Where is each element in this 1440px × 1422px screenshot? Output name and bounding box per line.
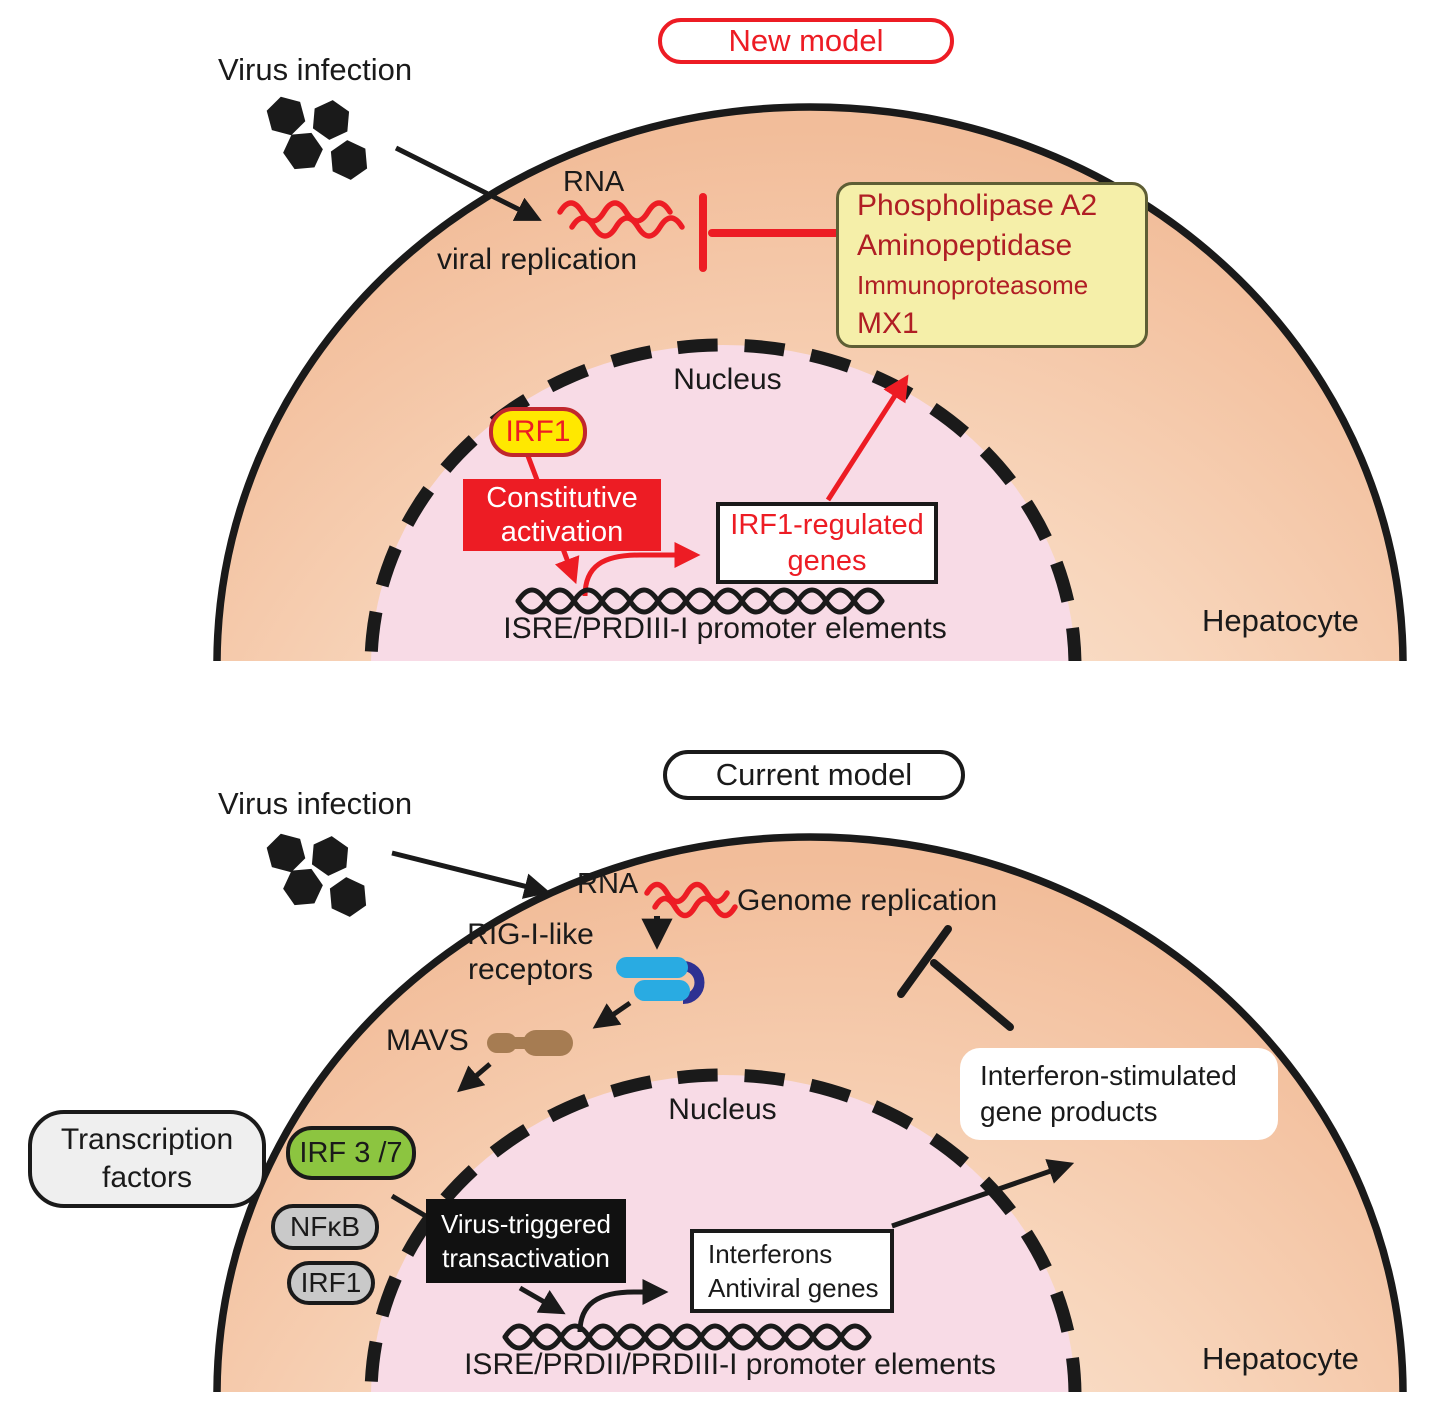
isg-line-immunoproteasome: Immunoproteasome — [857, 270, 1089, 300]
virus-infection-label-top: Virus infection — [218, 52, 413, 87]
irf1-pill-top: IRF1 — [489, 407, 587, 457]
irf1-genes-line1: IRF1-regulated — [730, 509, 924, 541]
isg-line-aminopeptidase: Aminopeptidase — [857, 229, 1073, 262]
hepatocyte-label-bottom: Hepatocyte — [1202, 1341, 1359, 1376]
isg-products-line2: gene products — [980, 1096, 1158, 1127]
infection-arrow-bottom — [391, 850, 551, 899]
genes-to-products-arrow-top — [825, 374, 909, 502]
dna-icon-top — [515, 587, 885, 615]
hepatocyte-label-top: Hepatocyte — [1202, 603, 1359, 638]
isg-products-box: Interferon-stimulated gene products — [960, 1048, 1278, 1140]
inhibition-bar-icon-bottom — [897, 925, 1014, 1031]
constitutive-activation-box: Constitutive activation — [463, 479, 661, 551]
rna-label-bottom: RNA — [577, 868, 639, 900]
irf37-pill-label: IRF 3 /7 — [299, 1136, 403, 1169]
transcription-factors-box: Transcription factors — [28, 1110, 266, 1208]
transactivation-to-dna-arrow — [518, 1285, 566, 1315]
current-model-badge-label: Current model — [715, 757, 913, 792]
promoter-label-top: ISRE/PRDIII-I promoter elements — [503, 612, 947, 645]
nucleus-label-bottom: Nucleus — [668, 1093, 777, 1126]
inhibition-bar-icon-top — [699, 193, 848, 272]
interferons-to-products-arrow — [891, 1159, 1075, 1229]
interferons-line1: Interferons — [708, 1239, 833, 1269]
isg-line-phospholipase: Phospholipase A2 — [857, 189, 1098, 222]
nfkb-pill: NFκB — [271, 1204, 379, 1250]
irf1-genes-line2: genes — [787, 545, 867, 577]
nucleus-label-top: Nucleus — [673, 363, 782, 396]
isg-products-line1: Interferon-stimulated — [980, 1060, 1237, 1091]
rig-i-receptor-icon — [616, 957, 705, 1004]
viral-replication-label: viral replication — [437, 243, 638, 276]
virus-particles-icon-top — [266, 95, 372, 183]
new-model-badge-label: New model — [728, 23, 884, 58]
transactivation-curve-arrow-bottom — [577, 1279, 669, 1333]
tf-line2: factors — [101, 1161, 193, 1194]
dna-icon-bottom — [502, 1323, 872, 1351]
promoter-label-bottom: ISRE/PRDII/PRDIII-I promoter elements — [464, 1348, 996, 1381]
rna-icon-top — [557, 200, 685, 239]
rna-icon-bottom — [644, 881, 738, 919]
interferons-line2: Antiviral genes — [708, 1273, 879, 1303]
irf1-pill-bottom-label: IRF1 — [300, 1267, 362, 1298]
virus-infection-label-bottom: Virus infection — [218, 786, 413, 821]
constitutive-line1: Constitutive — [486, 482, 638, 514]
transactivation-curve-arrow-top — [582, 542, 701, 597]
nfkb-pill-label: NFκB — [290, 1211, 360, 1242]
irf1-pill-top-label: IRF1 — [505, 415, 571, 448]
genome-replication-label: Genome replication — [737, 884, 998, 917]
mavs-icon — [487, 1030, 573, 1056]
rig-to-mavs-arrow — [592, 1000, 632, 1029]
virus-triggered-line2: transactivation — [442, 1243, 610, 1273]
isg-effectors-box: Phospholipase A2 Aminopeptidase Immunopr… — [836, 182, 1148, 348]
virus-particles-icon-bottom — [266, 831, 371, 920]
current-model-badge: Current model — [663, 750, 965, 800]
interferons-box: Interferons Antiviral genes — [690, 1229, 894, 1313]
irf37-pill: IRF 3 /7 — [286, 1126, 416, 1180]
constitutive-line2: activation — [500, 516, 624, 548]
rig-line2: receptors — [467, 952, 594, 986]
mavs-to-tf-arrow — [457, 1062, 492, 1093]
mavs-label: MAVS — [386, 1024, 469, 1057]
virus-triggered-transactivation-box: Virus-triggered transactivation — [426, 1199, 626, 1283]
new-model-badge: New model — [658, 18, 954, 64]
tf-line1: Transcription — [60, 1123, 234, 1156]
isg-line-mx1: MX1 — [857, 307, 919, 340]
rig-line1: RIG-I-like — [467, 918, 594, 951]
irf1-regulated-genes-box: IRF1-regulated genes — [716, 502, 938, 584]
infection-arrow-top — [394, 145, 542, 221]
rna-label-top: RNA — [563, 166, 625, 198]
irf1-pill-bottom: IRF1 — [287, 1261, 375, 1305]
rig-receptors-label: RIG-I-like receptors — [448, 918, 613, 987]
virus-triggered-line1: Virus-triggered — [440, 1209, 612, 1239]
